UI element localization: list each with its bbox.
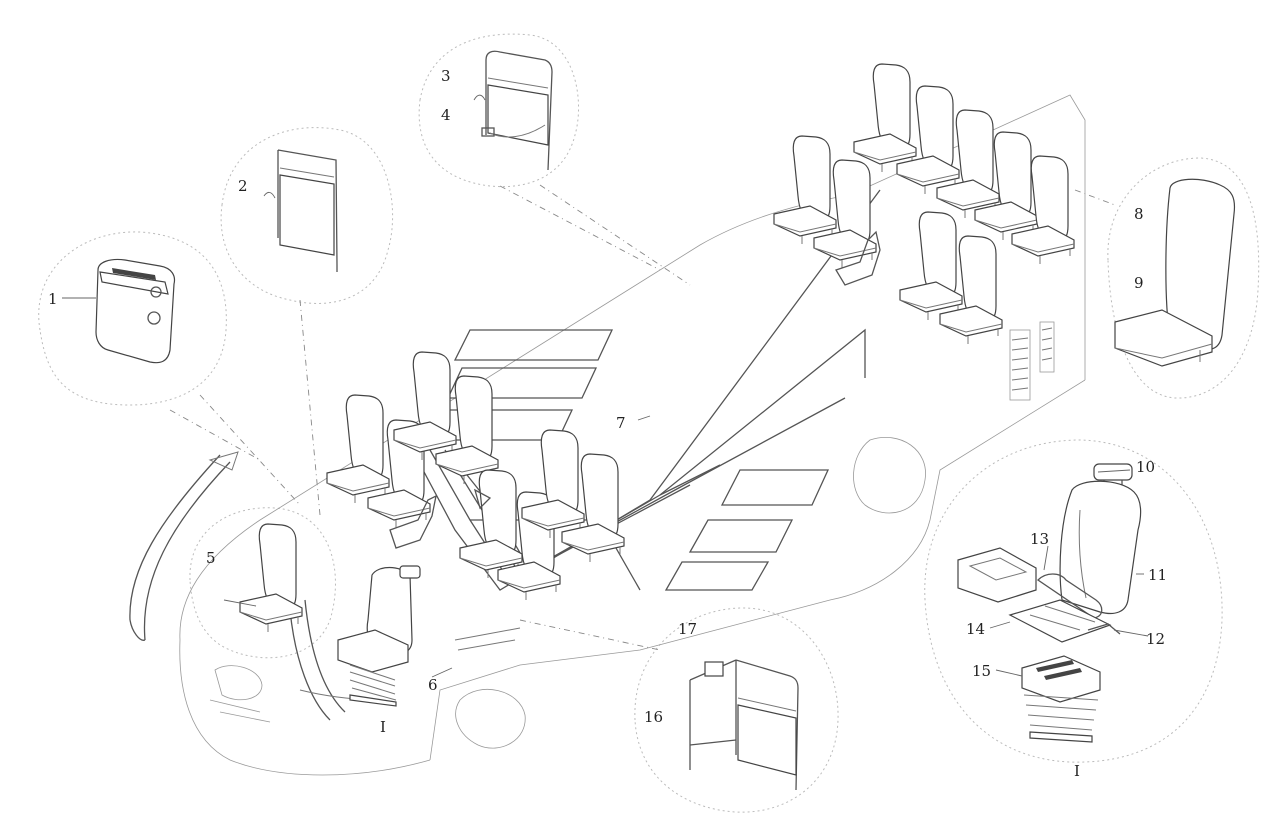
callout-7: 7 [616, 414, 626, 432]
callout-5: 5 [206, 549, 216, 567]
callout-2: 2 [238, 177, 248, 195]
callout-labels: 1 2 3 4 5 6 7 8 9 10 11 12 13 14 15 16 1… [48, 67, 1167, 780]
rear-seats [773, 63, 1075, 345]
callout-1: 1 [48, 290, 58, 308]
detail-label-left: I [380, 718, 386, 736]
callout-14: 14 [966, 620, 985, 638]
callout-3: 3 [441, 67, 451, 85]
partition-panel-16 [689, 659, 799, 791]
driver-seat-small [337, 565, 421, 707]
bus-body [129, 94, 1086, 776]
seat-detail-8-9 [1114, 178, 1236, 367]
callout-10: 10 [1136, 458, 1155, 476]
leader-lines [62, 297, 1149, 678]
callout-6: 6 [428, 676, 438, 694]
bubble-5 [189, 507, 336, 659]
callout-16: 16 [644, 708, 663, 726]
driver-seat-detail [957, 463, 1142, 743]
bubble-detail-right [924, 439, 1223, 763]
waste-bin [95, 258, 176, 364]
seat-5 [239, 523, 303, 633]
partition-panel-2 [263, 149, 338, 272]
callout-4: 4 [441, 106, 451, 124]
callout-15: 15 [972, 662, 991, 680]
bubble-89 [1074, 157, 1260, 399]
bubble-3 [418, 33, 691, 286]
callout-8: 8 [1134, 205, 1144, 223]
bubble-1 [38, 231, 301, 506]
bubble-16 [519, 607, 839, 813]
callout-17: 17 [678, 620, 697, 638]
middle-seats [326, 351, 625, 601]
detail-label-right: I [1074, 762, 1080, 780]
callout-12: 12 [1146, 630, 1165, 648]
partition-panel-3 [473, 50, 553, 171]
callout-13: 13 [1030, 530, 1049, 548]
bubble-2 [220, 127, 394, 516]
callout-11: 11 [1148, 566, 1167, 584]
callout-9: 9 [1134, 274, 1144, 292]
